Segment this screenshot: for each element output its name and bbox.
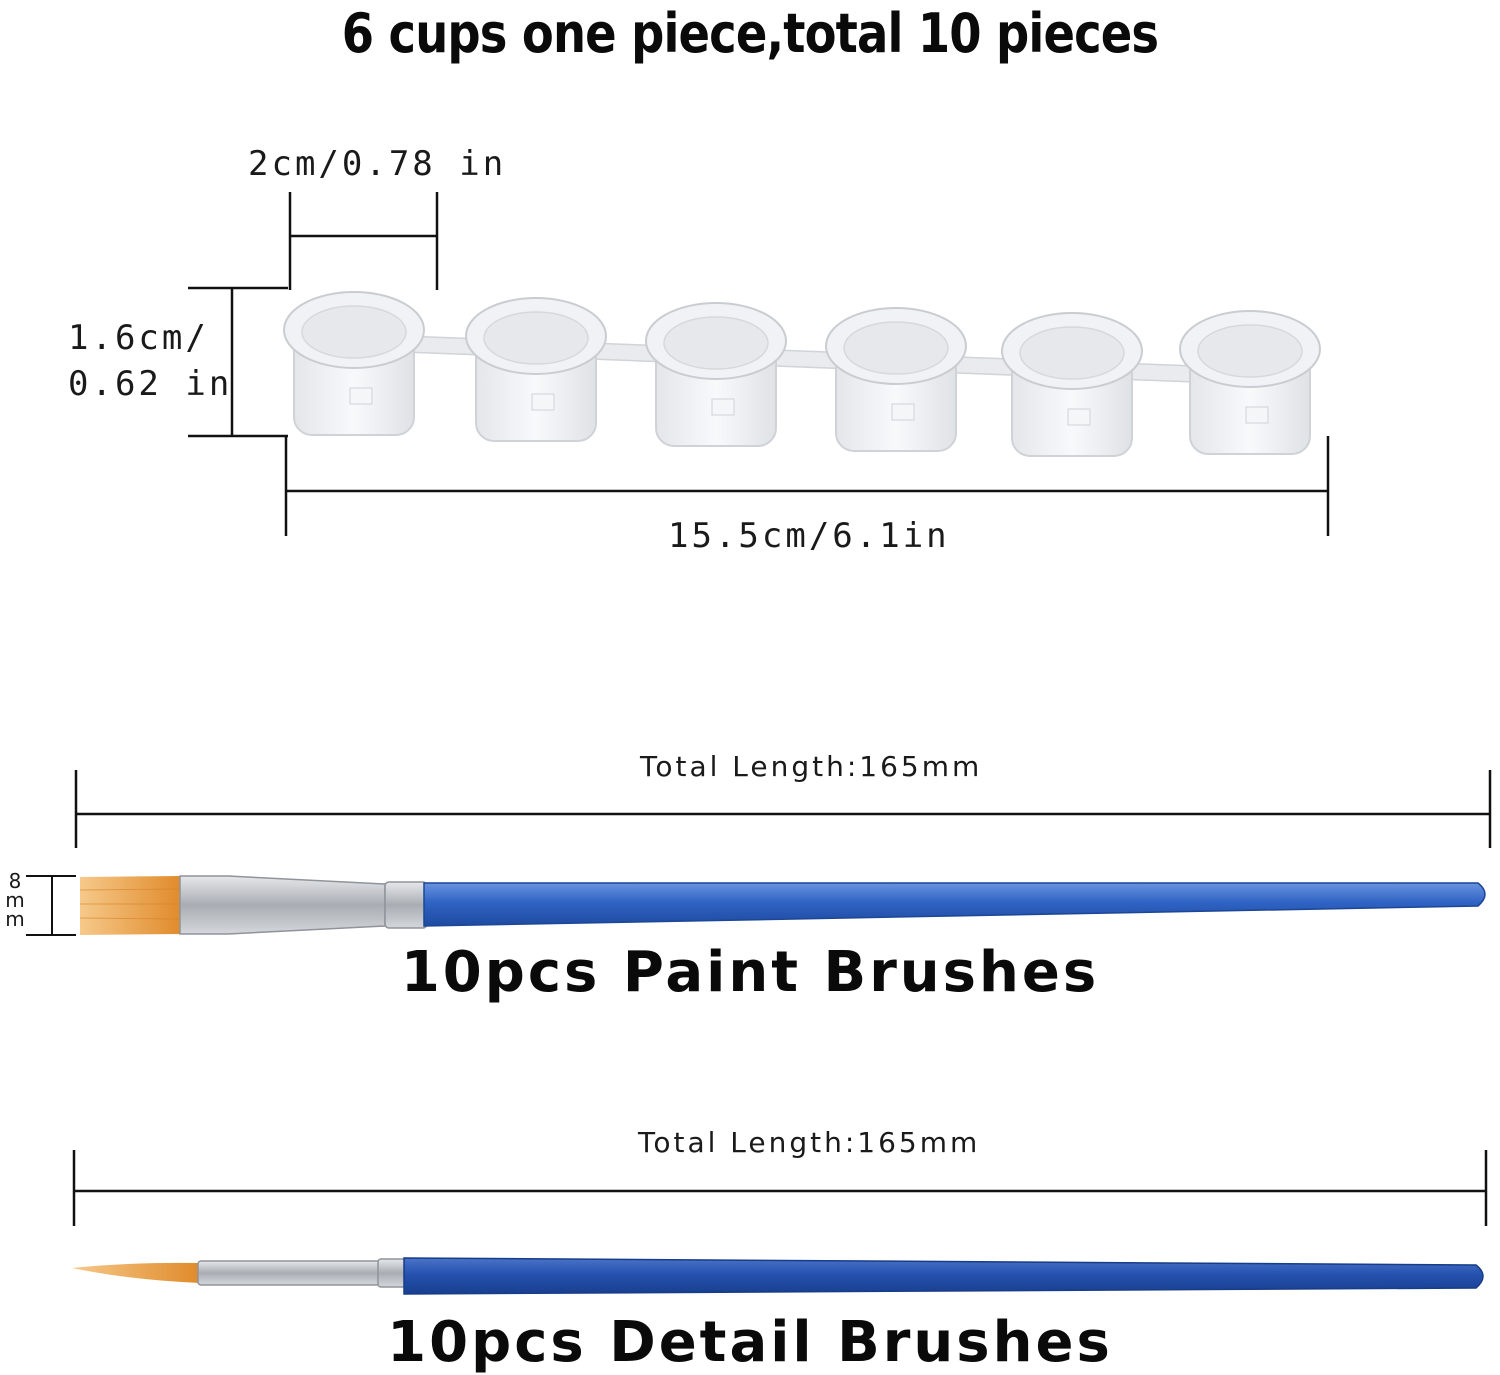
bristle-width-bracket: [26, 875, 76, 936]
detail-brush-length-label: Total Length:165mm: [638, 1126, 981, 1159]
paint-cup: [465, 297, 607, 442]
cup-dimension-lines: [188, 192, 1330, 536]
cup-height-label-line1: 1.6cm/: [68, 318, 209, 358]
paint-cup: [825, 307, 967, 452]
paint-brush-dimension-line: [74, 770, 1492, 848]
paint-brushes-title: 10pcs Paint Brushes: [400, 940, 1100, 1005]
cup-width-label: 2cm/0.78 in: [248, 144, 507, 184]
paint-cup: [1179, 310, 1321, 455]
detail-brush-image: [72, 1257, 1484, 1295]
detail-brushes-title: 10pcs Detail Brushes: [387, 1310, 1113, 1375]
paint-cup: [283, 291, 425, 436]
paint-cup-strip: [283, 291, 1321, 457]
paint-cup: [1001, 312, 1143, 457]
strip-length-label: 15.5cm/6.1in: [668, 516, 950, 556]
bristle-width-label: 8mm: [5, 869, 25, 931]
cup-height-label-line2: 0.62 in: [68, 364, 233, 404]
paint-cup: [645, 302, 787, 447]
page-title: 6 cups one piece,total 10 pieces: [341, 2, 1159, 65]
paint-brush-length-label: Total Length:165mm: [640, 750, 983, 783]
detail-brush-dimension-line: [72, 1150, 1488, 1226]
paint-brush-image: [79, 875, 1486, 935]
